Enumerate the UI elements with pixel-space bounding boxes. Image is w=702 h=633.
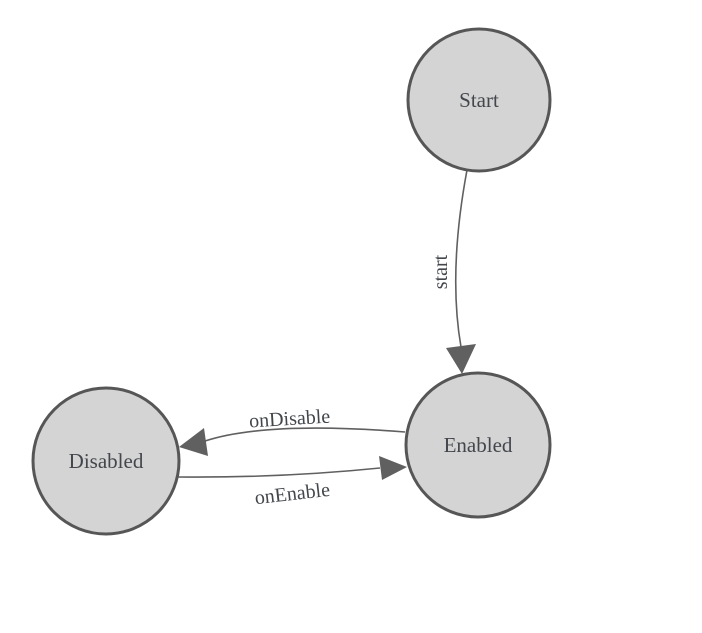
state-node-start: Start bbox=[406, 27, 552, 173]
edge-line-enabled-to-disabled bbox=[204, 427, 406, 442]
edge-label-start: start bbox=[430, 254, 452, 289]
arrowhead-icon bbox=[379, 456, 407, 480]
arrowhead-icon bbox=[446, 344, 476, 374]
state-node-start-circle bbox=[406, 27, 552, 173]
edge-enabled-to-disabled: onDisable bbox=[179, 406, 406, 456]
arrowhead-icon bbox=[179, 428, 208, 456]
edge-label-ondisable: onDisable bbox=[248, 406, 330, 433]
edge-start-to-enabled: start bbox=[430, 169, 476, 374]
state-node-disabled-label: Disabled bbox=[69, 449, 144, 473]
state-node-enabled: Enabled bbox=[404, 371, 552, 519]
edge-line-start-to-enabled bbox=[454, 169, 468, 348]
state-node-disabled-circle bbox=[31, 386, 181, 536]
edge-disabled-to-enabled: onEnable bbox=[177, 456, 407, 509]
state-node-enabled-label: Enabled bbox=[444, 433, 513, 457]
edge-label-onenable: onEnable bbox=[254, 479, 332, 509]
edge-line-disabled-to-enabled bbox=[177, 467, 381, 478]
state-node-enabled-circle bbox=[404, 371, 552, 519]
state-node-start-label: Start bbox=[459, 88, 499, 112]
state-node-disabled: Disabled bbox=[31, 386, 181, 536]
